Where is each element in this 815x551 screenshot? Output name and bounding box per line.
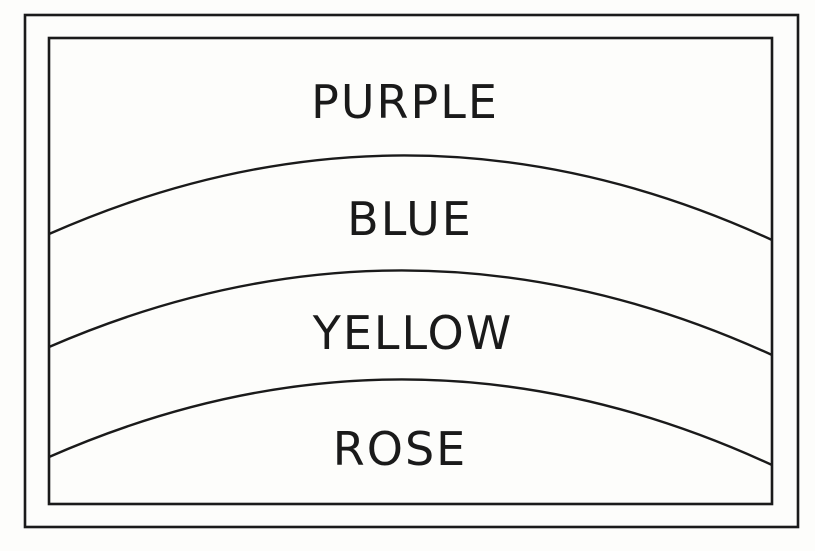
band-label-yellow: YELLOW (312, 306, 513, 360)
outer-frame (23, 13, 800, 529)
inner-frame (47, 36, 774, 506)
arc-divider-3 (48, 378, 773, 467)
band-label-purple: PURPLE (311, 75, 499, 129)
arc-divider-1 (48, 154, 773, 242)
arc-divider-2 (48, 269, 773, 357)
band-label-rose: ROSE (333, 422, 467, 476)
band-label-blue: BLUE (347, 192, 473, 246)
